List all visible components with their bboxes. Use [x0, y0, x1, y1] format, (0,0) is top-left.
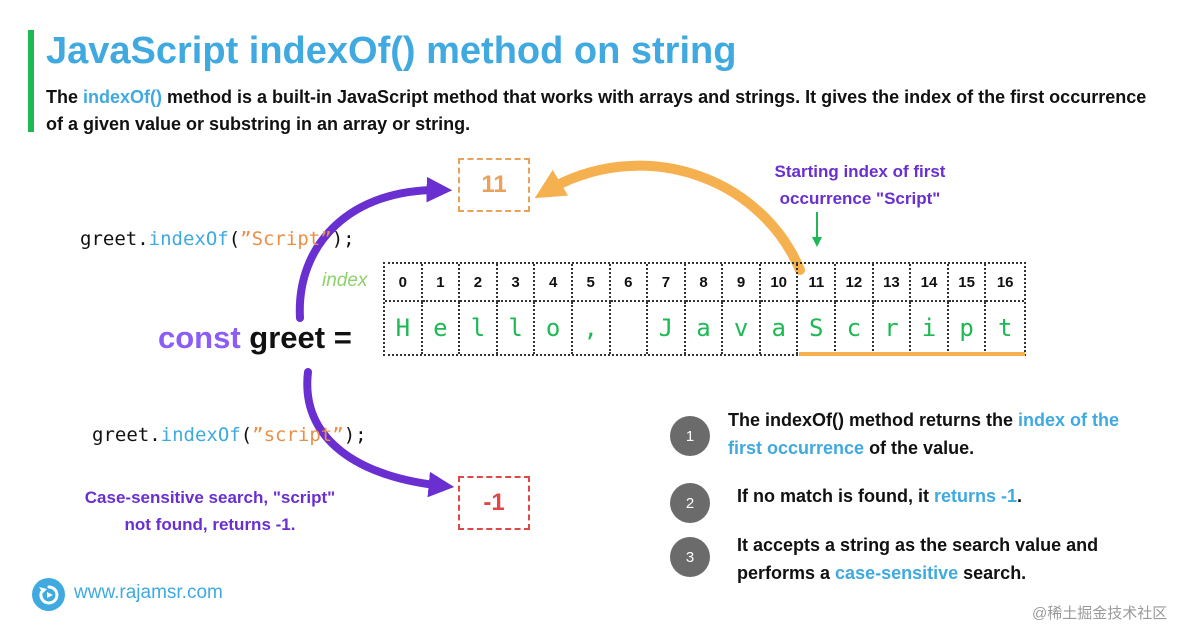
result-box-not-found: -1 — [458, 476, 530, 530]
arrow-curve-icon — [303, 368, 455, 498]
index-cell: 2 — [460, 264, 498, 302]
char-cell: a — [761, 302, 799, 354]
index-cell: 10 — [760, 264, 799, 302]
char-cell: l — [460, 302, 498, 354]
index-label: index — [322, 270, 368, 291]
index-cell: 5 — [572, 264, 611, 302]
annotation-case-sensitive: Case-sensitive search, "script" not foun… — [84, 488, 336, 534]
watermark: @稀土掘金技术社区 — [1032, 605, 1168, 622]
intro-highlight: indexOf() — [83, 87, 163, 107]
bullet-text: If no match is found, it returns -1. — [737, 486, 1023, 506]
index-cell: 3 — [497, 264, 536, 302]
code-indexof-script: greet.indexOf(”Script”); — [80, 228, 355, 250]
page-title: JavaScript indexOf() method on string — [46, 30, 737, 72]
index-cell: 4 — [535, 264, 573, 302]
arrow-curve-icon — [295, 176, 453, 322]
char-cell: H — [385, 302, 423, 354]
char-cell: S — [798, 302, 837, 354]
char-cell: v — [723, 302, 761, 354]
index-cell: 1 — [422, 264, 461, 302]
result-box-found: 11 — [458, 158, 530, 212]
index-cell: 14 — [911, 264, 949, 302]
refresh-logo-icon — [32, 578, 65, 611]
bullet-number: 1 — [670, 416, 710, 456]
char-cell: i — [911, 302, 949, 354]
intro-paragraph: The indexOf() method is a built-in JavaS… — [46, 87, 1147, 134]
index-cell: 7 — [648, 264, 686, 302]
char-cell: , — [573, 302, 611, 354]
index-cell: 16 — [986, 264, 1024, 302]
char-cell: c — [836, 302, 874, 354]
index-cell: 11 — [798, 264, 837, 302]
index-cell: 13 — [873, 264, 912, 302]
char-cell: a — [686, 302, 724, 354]
char-cell: o — [535, 302, 573, 354]
bullet-number: 3 — [670, 537, 710, 577]
index-cell: 0 — [385, 264, 423, 302]
index-cell: 15 — [948, 264, 987, 302]
index-cell: 9 — [723, 264, 761, 302]
title-accent-bar — [28, 30, 34, 132]
declaration-label: const greet = — [158, 320, 352, 355]
code-indexof-lowercase: greet.indexOf(”script”); — [92, 424, 367, 446]
script-underline — [799, 352, 1025, 356]
index-cell: 12 — [836, 264, 874, 302]
index-cell: 6 — [610, 264, 649, 302]
char-cell: t — [997, 314, 1013, 342]
string-index-grid: 0 1 2 3 4 5 6 7 8 9 10 11 12 13 14 15 16… — [383, 262, 1026, 356]
char-cell — [611, 302, 649, 354]
index-cell: 8 — [685, 264, 724, 302]
char-cell: l — [498, 302, 536, 354]
char-cell: p — [949, 302, 987, 354]
char-cell: J — [648, 302, 686, 354]
arrow-curve-icon — [534, 160, 805, 275]
bullet-number: 2 — [670, 483, 710, 523]
bullet-text: The indexOf() method returns the index o… — [728, 410, 1120, 458]
bullet-text: It accepts a string as the search value … — [737, 535, 1099, 583]
annotation-starting-index: Starting index of first occurrence "Scri… — [774, 162, 946, 208]
char-cell: e — [423, 302, 461, 354]
char-cell: r — [874, 302, 912, 354]
website-link[interactable]: www.rajamsr.com — [74, 582, 223, 603]
